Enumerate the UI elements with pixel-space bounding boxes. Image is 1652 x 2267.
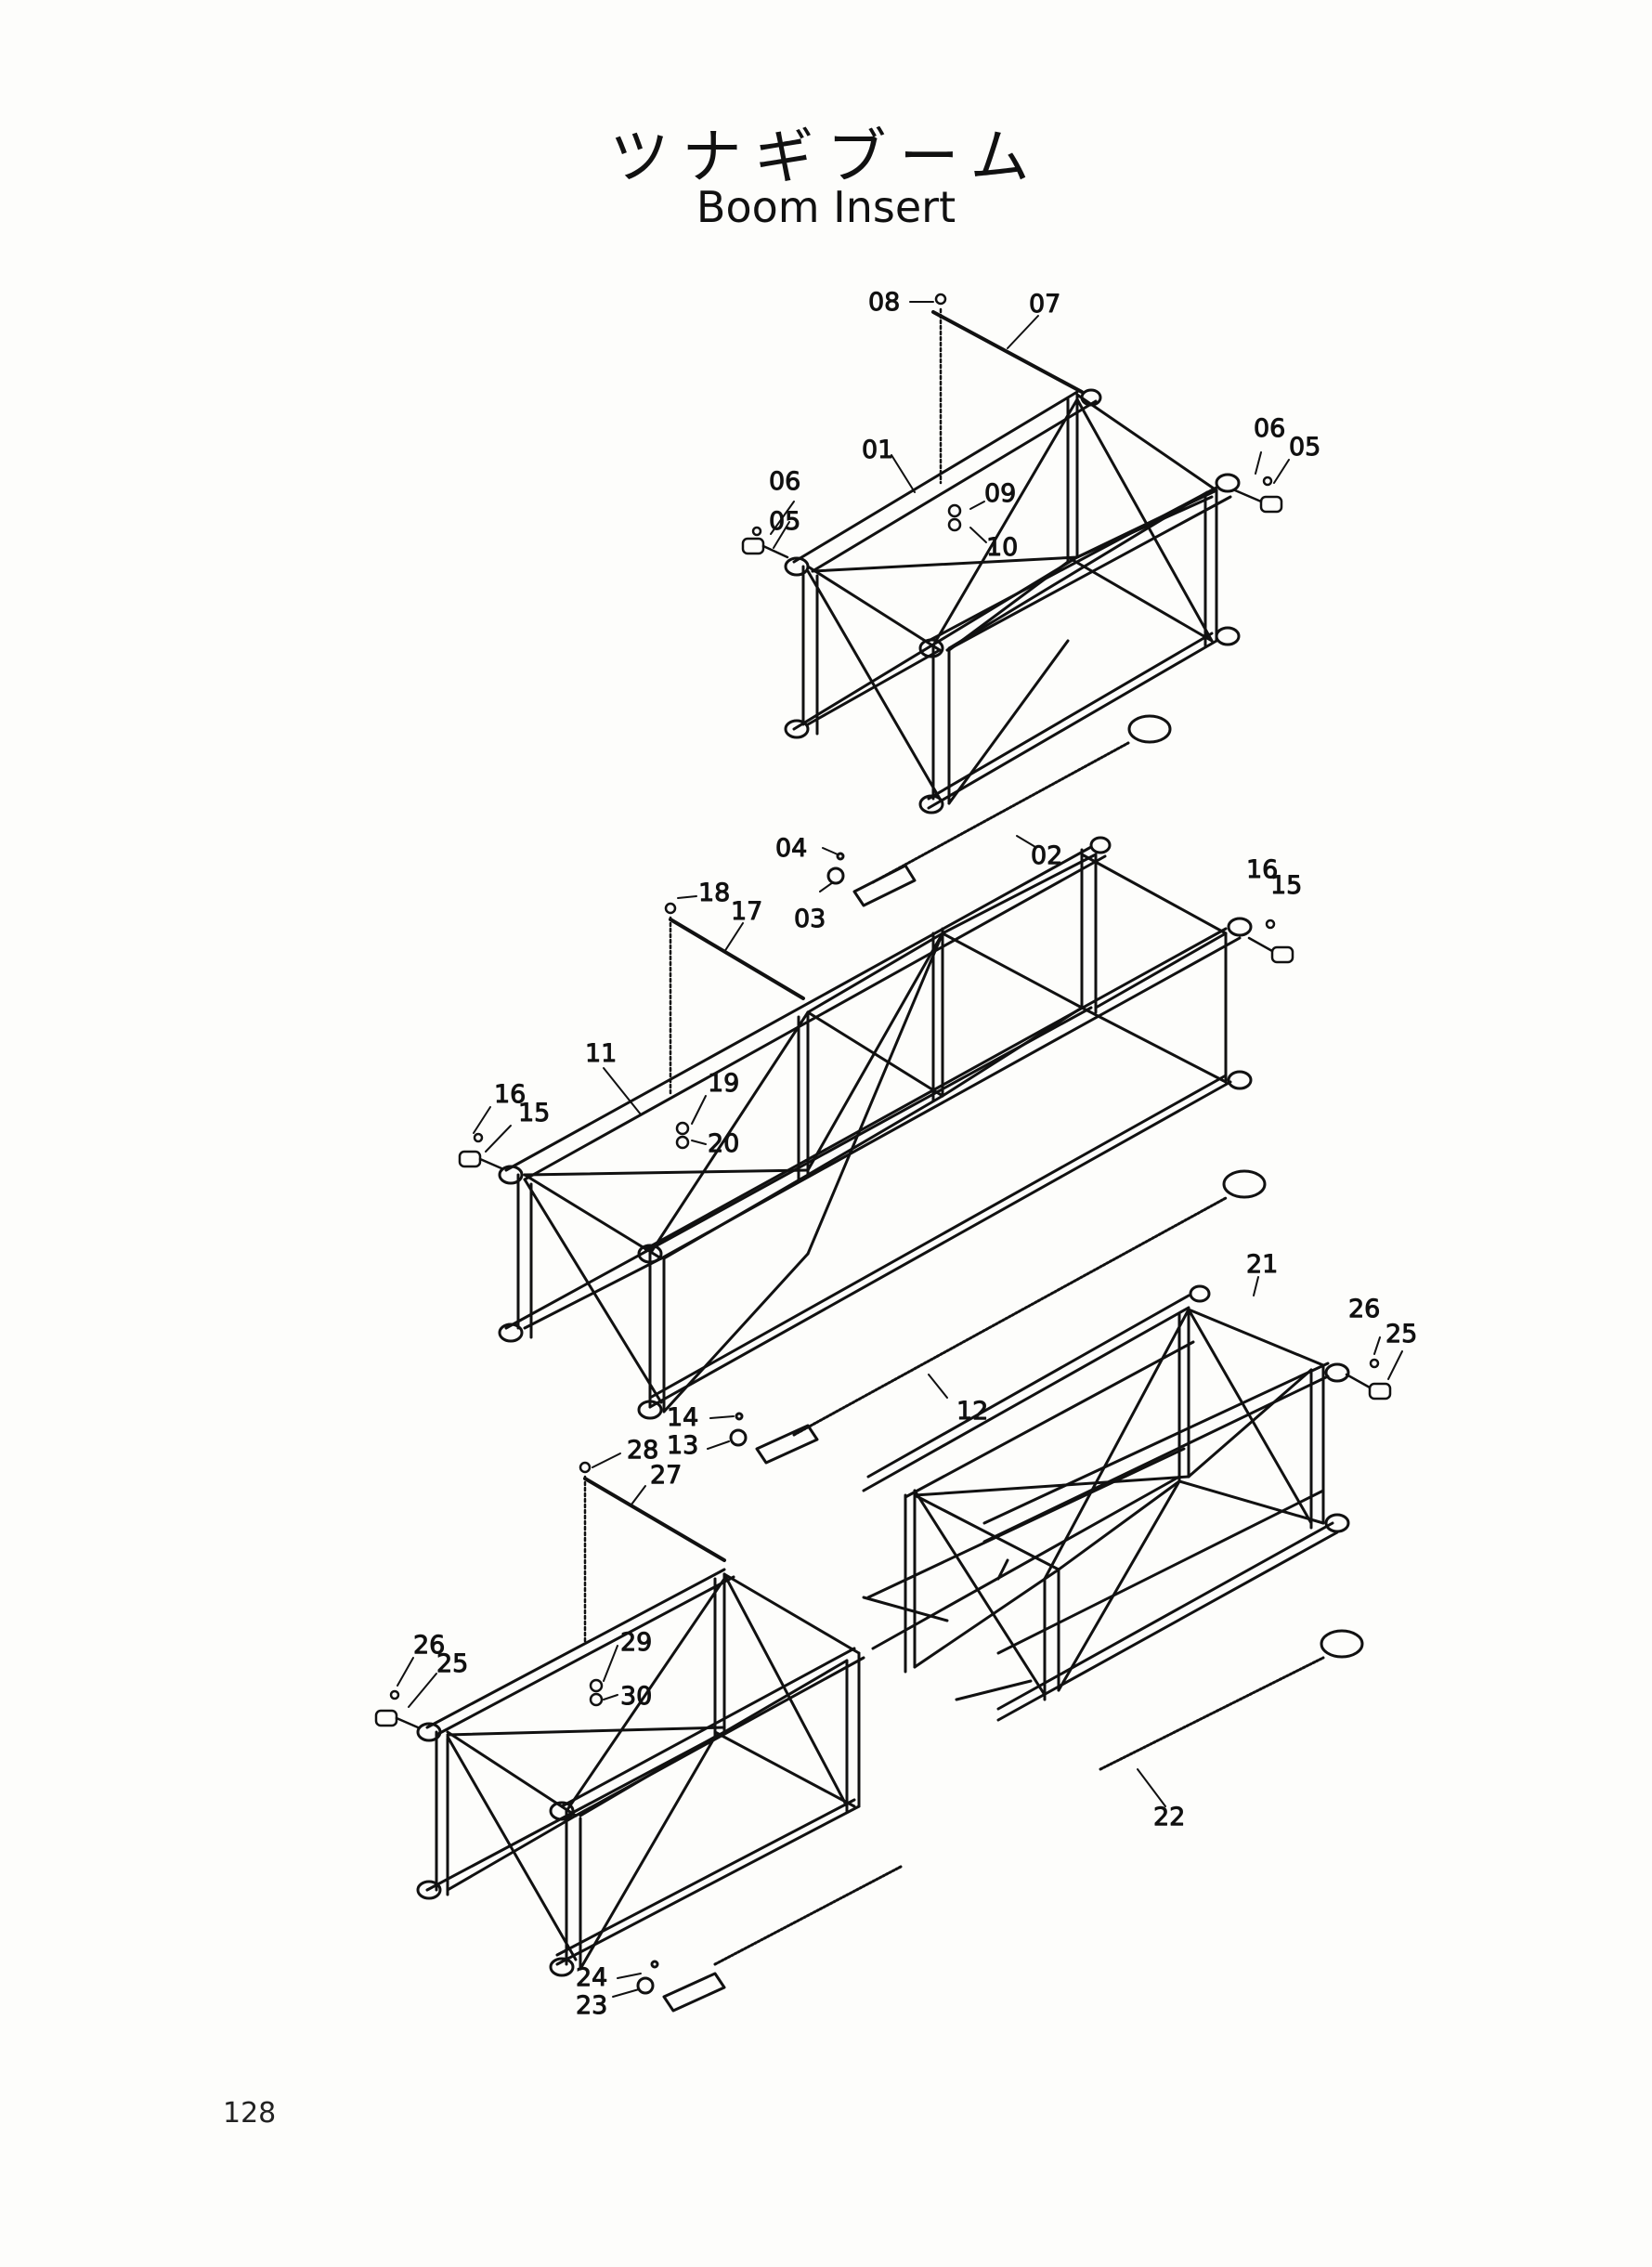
callout-09: 09 [984,479,1016,508]
page-number: 128 [223,2097,277,2130]
callout-30: 30 [620,1682,652,1711]
callout-28: 28 [627,1436,658,1465]
callout-17: 17 [731,897,762,926]
pin-27 [579,1461,726,1646]
leader-lines [397,301,1403,1998]
callout-16-right: 16 [1246,855,1278,884]
callout-25-right: 25 [1385,1320,1417,1348]
callout-27: 27 [650,1461,682,1490]
callout-23: 23 [576,1991,607,2020]
callout-labels: 08 07 01 06 05 09 10 06 05 04 02 03 18 1… [413,288,1418,2021]
callout-16-left: 16 [494,1080,526,1109]
callout-08: 08 [868,288,900,317]
callout-13: 13 [667,1431,698,1460]
washers-19-20 [675,1121,690,1150]
pendant-22 [1099,1629,1364,1771]
boom-section-11 [498,836,1253,1420]
chord [792,390,1079,564]
callout-10: 10 [986,533,1018,562]
callout-06-left: 06 [769,467,800,496]
pin-07 [931,293,1084,485]
callout-07: 07 [1029,290,1060,319]
callout-25-left: 25 [436,1649,468,1678]
pendant-bottom [636,1865,903,2013]
callout-02: 02 [1031,841,1062,870]
boom-section-21 [862,1284,1350,1722]
callout-06-right: 06 [1254,414,1285,443]
callout-18: 18 [698,879,730,907]
callout-14: 14 [667,1403,698,1432]
washers-09-10 [947,503,962,532]
boom-section-01 [784,388,1241,814]
callout-05-left: 05 [769,507,800,536]
pins-15-16 [458,919,1294,1170]
callout-21: 21 [1246,1250,1278,1279]
callout-26-left: 26 [413,1631,445,1660]
callout-20: 20 [708,1129,739,1158]
callout-04: 04 [775,834,807,863]
callout-22: 22 [1153,1803,1185,1831]
callout-29: 29 [620,1628,652,1657]
callout-01: 01 [862,436,893,464]
callout-11: 11 [585,1039,617,1068]
callout-24: 24 [576,1963,607,1992]
callout-05-right: 05 [1289,433,1320,462]
pins-25-26-lower [374,1689,420,1729]
pendant-12 [729,1169,1267,1465]
callout-19: 19 [708,1069,739,1098]
pin-17 [664,902,805,1098]
pins-25-26-upper [1345,1358,1392,1401]
title-japanese: ツナギブーム [609,124,1043,192]
callout-12: 12 [956,1397,988,1426]
callout-26-right: 26 [1348,1295,1380,1323]
callout-03: 03 [794,905,826,933]
callout-15-right: 15 [1270,871,1302,900]
pendant-02 [826,714,1172,907]
washers-29-30 [589,1678,604,1707]
boom-section-bottom [416,1568,865,1977]
callout-15-left: 15 [518,1099,550,1127]
pins-05-06 [741,476,1283,559]
title-english: Boom Insert [696,182,956,232]
